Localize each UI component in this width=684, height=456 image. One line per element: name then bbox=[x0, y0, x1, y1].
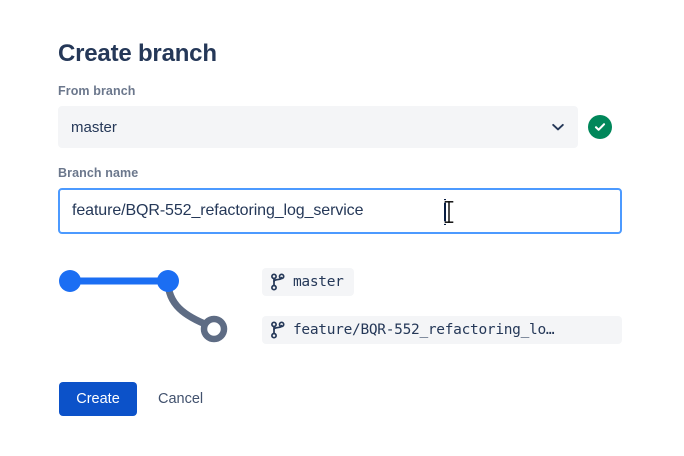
from-branch-selected-value: master bbox=[71, 118, 117, 136]
from-branch-label: From branch bbox=[58, 84, 136, 98]
create-button[interactable]: Create bbox=[59, 382, 137, 416]
new-branch-node bbox=[200, 315, 228, 343]
branch-name-label: Branch name bbox=[58, 166, 139, 180]
branch-graph bbox=[52, 258, 232, 348]
from-branch-row: master bbox=[58, 106, 624, 150]
branch-tag-feature[interactable]: feature/BQR-552_refactoring_lo… bbox=[262, 316, 622, 344]
branch-tag-label: master bbox=[293, 274, 344, 290]
check-circle-icon bbox=[588, 115, 612, 139]
branch-name-input[interactable] bbox=[60, 190, 620, 232]
branch-tag-master[interactable]: master bbox=[262, 268, 354, 296]
text-caret bbox=[444, 199, 446, 225]
branch-name-input-wrapper[interactable] bbox=[58, 188, 622, 234]
cancel-button[interactable]: Cancel bbox=[152, 382, 209, 416]
from-branch-select[interactable]: master bbox=[58, 106, 578, 148]
chevron-down-icon[interactable] bbox=[543, 106, 573, 148]
head-commit-node bbox=[157, 270, 179, 292]
source-commit-node bbox=[59, 270, 81, 292]
git-branch-icon bbox=[271, 321, 285, 339]
page-title: Create branch bbox=[58, 40, 217, 68]
branch-tag-label: feature/BQR-552_refactoring_lo… bbox=[293, 322, 555, 338]
git-branch-icon bbox=[271, 273, 285, 291]
